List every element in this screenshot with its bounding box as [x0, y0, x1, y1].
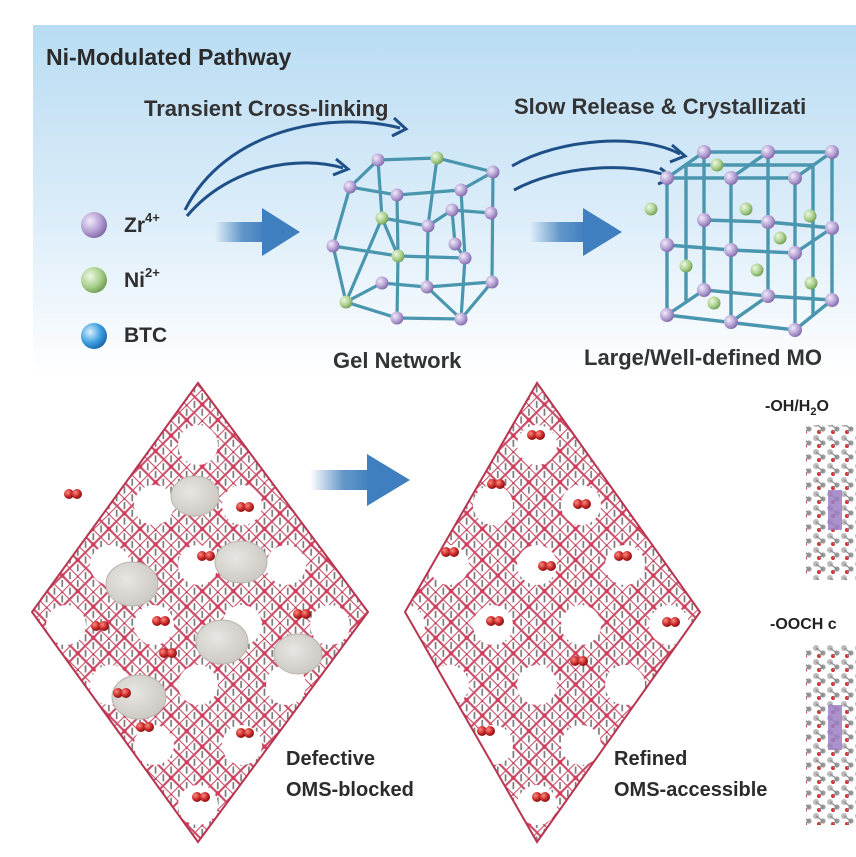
step-crosslink-label: Transient Cross-linking	[144, 96, 389, 121]
mof-caption: Large/Well-defined MO	[584, 345, 822, 370]
legend-ni-sphere	[81, 267, 107, 293]
release-curve-arrow-outer	[511, 139, 681, 168]
defective-lattice-label: Defective OMS-blocked	[286, 744, 414, 806]
legend-zr-sphere	[81, 212, 107, 238]
step-release-label: Slow Release & Crystallizati	[514, 94, 807, 119]
top-panel-background	[33, 25, 856, 375]
ooch-structure	[806, 645, 856, 825]
refined-lattice-label: Refined OMS-accessible	[614, 744, 767, 806]
crosslink-curve-arrow-outer	[183, 120, 401, 211]
refined-label-line1: Refined	[614, 748, 688, 770]
mof-ni-guests	[644, 158, 818, 310]
process-arrow-3	[310, 454, 410, 506]
defective-label-line2: OMS-blocked	[286, 779, 414, 801]
figure-title: Ni-Modulated Pathway	[46, 44, 292, 70]
legend-zr-label: Zr4+	[124, 210, 160, 237]
gel-network-caption: Gel Network	[333, 348, 462, 373]
crosslink-curve-arrow-inner	[185, 161, 344, 217]
defective-lattice	[30, 381, 370, 844]
mof-zr-nodes	[660, 145, 839, 337]
oh-h2o-label: -OH/H2O	[765, 398, 829, 419]
release-curve-arrow-inner	[513, 166, 669, 192]
legend-btc-sphere	[81, 323, 107, 349]
defect-blobs	[105, 475, 323, 720]
defective-label-line1: Defective	[286, 748, 375, 770]
legend-ni-label: Ni2+	[124, 265, 160, 292]
ooch-label: -OOCH c	[770, 616, 837, 633]
oh-h2o-structure	[806, 425, 856, 580]
refined-label-line2: OMS-accessible	[614, 779, 768, 801]
o2-molecules	[64, 430, 680, 802]
process-arrow-2	[530, 208, 622, 256]
legend-btc-label: BTC	[124, 324, 168, 347]
gel-zr-nodes	[326, 153, 500, 326]
gel-ni-nodes	[339, 151, 444, 309]
process-arrow-1	[215, 208, 300, 256]
